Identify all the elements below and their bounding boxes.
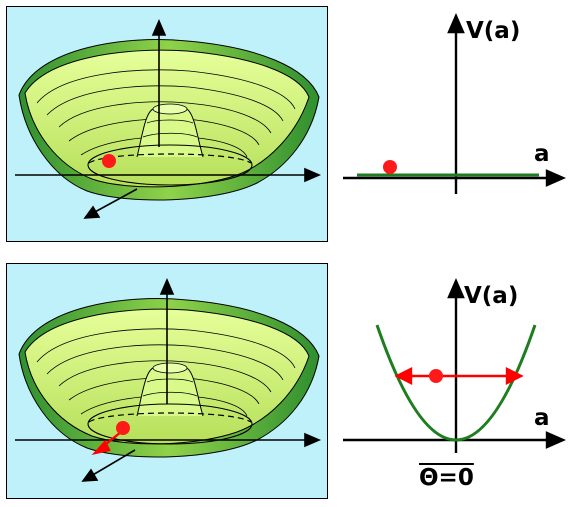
ball-bottom-plot [429,369,443,383]
potential-surface-top [15,18,322,219]
axes-3d [15,18,322,219]
axes-3d [15,277,322,482]
flat-potential-graph [343,13,566,194]
contour-lines [36,328,296,417]
potential-surface-panel-bottom [6,263,328,499]
radial-arrow [91,431,122,455]
potential-plot-bottom: V(a) a Θ=0 [335,265,567,505]
origin-label: Θ=0 [419,465,474,491]
ball-bottom [116,421,130,435]
y-axis-label-bottom: V(a) [464,283,519,309]
ball-top [102,154,116,168]
potential-surface-panel-top [6,6,328,242]
trough-circle [87,403,253,445]
trough-circle [87,144,253,186]
x-axis-label-top: a [534,141,550,167]
potential-plot-top: V(a) a [335,8,567,198]
ball-top-plot [383,160,397,174]
potential-surface-bottom [15,277,322,482]
y-axis-label-top: V(a) [466,18,521,44]
oscillation-arrow [394,367,524,385]
parabola-potential-graph [343,278,566,453]
x-axis-label-bottom: a [534,405,550,431]
